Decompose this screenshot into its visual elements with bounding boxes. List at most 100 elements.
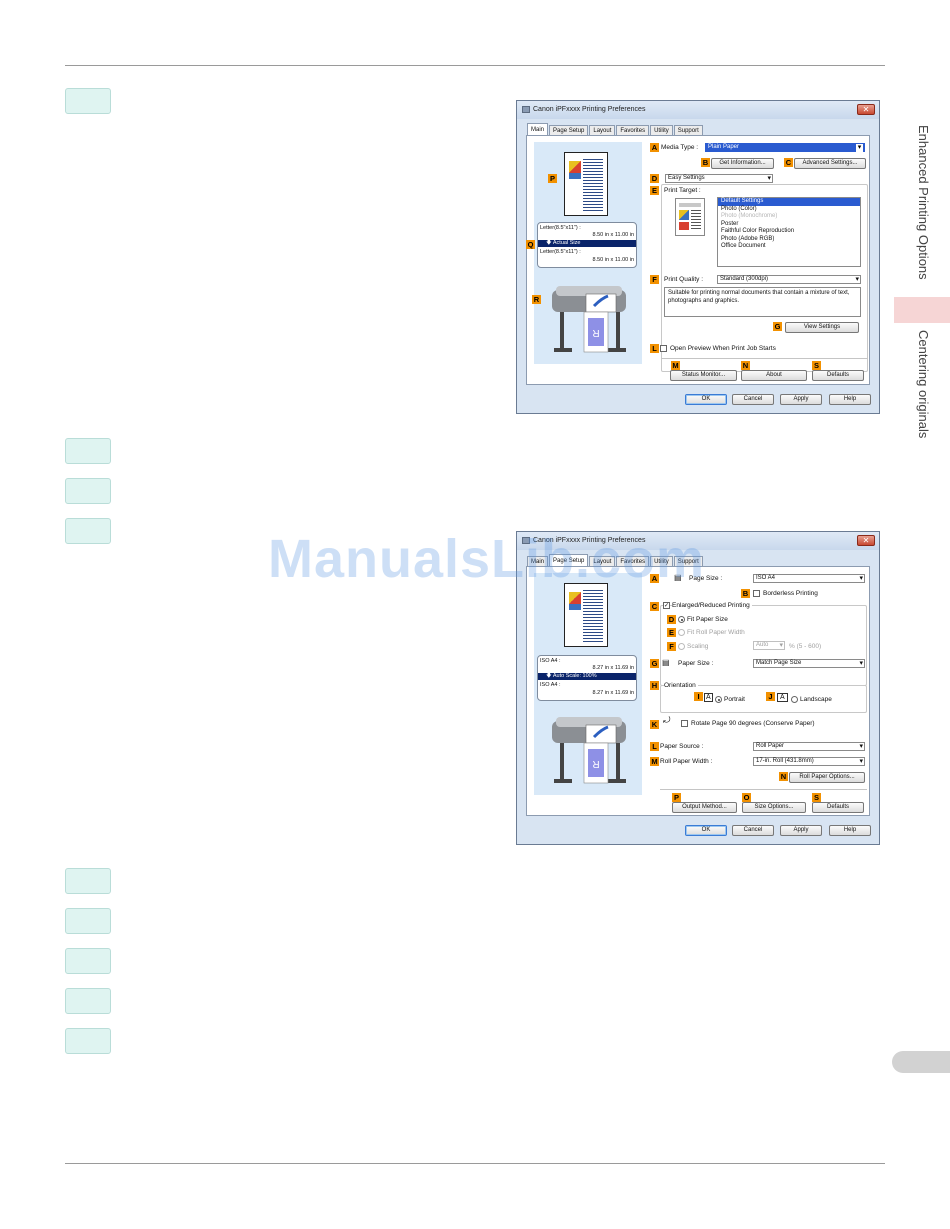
open-preview-checkbox[interactable] bbox=[660, 345, 667, 352]
printing-preferences-dialog-page-setup: Canon iPFxxxx Printing Preferences ✕ Mai… bbox=[516, 531, 880, 845]
apply-button[interactable]: Apply bbox=[780, 825, 822, 836]
step-marker-9 bbox=[65, 1028, 111, 1054]
main-tab-panel: Letter(8.5"x11") : 8.50 in x 11.00 in 🡇 … bbox=[526, 135, 870, 385]
scaling-radio[interactable] bbox=[678, 643, 685, 650]
tab-support[interactable]: Support bbox=[673, 125, 703, 136]
callout-d: D bbox=[650, 174, 659, 183]
step-marker-8 bbox=[65, 988, 111, 1014]
fit-roll-radio[interactable] bbox=[678, 629, 685, 636]
help-button[interactable]: Help bbox=[829, 825, 871, 836]
paper-size-info-box[interactable]: Letter(8.5"x11") : 8.50 in x 11.00 in 🡇 … bbox=[537, 222, 637, 268]
paper-size-select[interactable]: Match Page Size bbox=[753, 659, 865, 668]
apply-button[interactable]: Apply bbox=[780, 394, 822, 405]
output-size-dims: 8.27 in x 11.69 in bbox=[592, 690, 634, 696]
step-marker-7 bbox=[65, 948, 111, 974]
callout-j: J bbox=[766, 692, 775, 701]
close-icon[interactable]: ✕ bbox=[857, 535, 875, 546]
cancel-button[interactable]: Cancel bbox=[732, 394, 774, 405]
scaling-stepper[interactable]: Auto bbox=[753, 641, 785, 650]
tab-page-setup[interactable]: Page Setup bbox=[549, 554, 589, 567]
paper-size-info-box[interactable]: ISO A4 : 8.27 in x 11.69 in 🡇 Auto Scale… bbox=[537, 655, 637, 701]
scaling-range: % (5 - 600) bbox=[789, 643, 822, 650]
paper-source-select[interactable]: Roll Paper bbox=[753, 742, 865, 751]
defaults-button[interactable]: Defaults bbox=[812, 370, 864, 381]
callout-s: S bbox=[812, 361, 821, 370]
tab-layout[interactable]: Layout bbox=[589, 125, 616, 136]
dialog-titlebar: Canon iPFxxxx Printing Preferences ✕ bbox=[517, 532, 879, 550]
original-size-name: Letter(8.5"x11") : bbox=[540, 225, 581, 231]
advanced-settings-button[interactable]: Advanced Settings... bbox=[794, 158, 866, 169]
list-item[interactable]: Poster bbox=[721, 220, 739, 227]
header-rule bbox=[65, 65, 885, 66]
callout-n: N bbox=[779, 772, 788, 781]
callout-i: I bbox=[694, 692, 703, 701]
tab-favorites[interactable]: Favorites bbox=[616, 556, 650, 567]
enlarged-checkbox[interactable]: ✓ bbox=[663, 602, 670, 609]
rotate-page-icon: ⤾ bbox=[663, 715, 671, 725]
paper-size-label: Paper Size : bbox=[678, 660, 714, 667]
print-target-label: Print Target : bbox=[664, 187, 701, 194]
cancel-button[interactable]: Cancel bbox=[732, 825, 774, 836]
watermark: ManualsLib.com bbox=[268, 529, 706, 589]
printer-illustration: R bbox=[552, 286, 626, 353]
tab-page-setup[interactable]: Page Setup bbox=[549, 125, 589, 136]
svg-text:R: R bbox=[592, 327, 599, 338]
ok-button[interactable]: OK bbox=[685, 825, 727, 836]
fit-paper-radio[interactable] bbox=[678, 616, 685, 623]
about-button[interactable]: About bbox=[741, 370, 807, 381]
callout-a: A bbox=[650, 574, 659, 583]
view-settings-button[interactable]: View Settings bbox=[785, 322, 859, 333]
tab-support[interactable]: Support bbox=[673, 556, 703, 567]
landscape-radio[interactable] bbox=[791, 696, 798, 703]
rotate-page-checkbox[interactable] bbox=[681, 720, 688, 727]
print-target-preview bbox=[675, 198, 705, 236]
tab-main[interactable]: Main bbox=[527, 123, 549, 136]
print-target-list[interactable]: Default Settings Photo (Color) Photo (Mo… bbox=[717, 197, 861, 267]
list-item[interactable]: Default Settings bbox=[718, 198, 860, 206]
original-size-name: ISO A4 : bbox=[540, 658, 561, 664]
close-icon[interactable]: ✕ bbox=[857, 104, 875, 115]
tab-utility[interactable]: Utility bbox=[650, 556, 673, 567]
portrait-radio[interactable] bbox=[715, 696, 722, 703]
size-options-button[interactable]: Size Options... bbox=[742, 802, 806, 813]
ok-button[interactable]: OK bbox=[685, 394, 727, 405]
tab-main[interactable]: Main bbox=[527, 556, 549, 567]
paper-size-icon: ▤ bbox=[662, 658, 670, 667]
step-marker-1 bbox=[65, 88, 111, 114]
sidebar-section-title[interactable]: Enhanced Printing Options bbox=[916, 125, 931, 280]
callout-f: F bbox=[667, 642, 676, 651]
svg-text:R: R bbox=[592, 758, 599, 769]
print-quality-select[interactable]: Standard (300dpi) bbox=[717, 275, 861, 284]
callout-l: L bbox=[650, 742, 659, 751]
callout-l: L bbox=[650, 344, 659, 353]
portrait-icon: A bbox=[704, 693, 713, 702]
page-preview bbox=[564, 152, 608, 216]
callout-r: R bbox=[532, 295, 541, 304]
list-item[interactable]: Photo (Adobe RGB) bbox=[721, 235, 775, 242]
roll-width-select[interactable]: 17-in. Roll (431.8mm) bbox=[753, 757, 865, 766]
help-button[interactable]: Help bbox=[829, 394, 871, 405]
rotate-page-label: Rotate Page 90 degrees (Conserve Paper) bbox=[691, 720, 815, 727]
get-information-button[interactable]: Get Information... bbox=[711, 158, 774, 169]
defaults-button[interactable]: Defaults bbox=[812, 802, 864, 813]
sidebar-subsection-title[interactable]: Centering originals bbox=[916, 330, 931, 439]
list-item[interactable]: Faithful Color Reproduction bbox=[721, 228, 795, 234]
tab-layout[interactable]: Layout bbox=[589, 556, 616, 567]
output-method-button[interactable]: Output Method... bbox=[672, 802, 737, 813]
list-item[interactable]: Office Document bbox=[721, 243, 766, 249]
status-monitor-button[interactable]: Status Monitor... bbox=[670, 370, 737, 381]
borderless-checkbox[interactable] bbox=[753, 590, 760, 597]
media-type-select[interactable]: Plain Paper bbox=[705, 143, 865, 152]
list-item[interactable]: Photo (Color) bbox=[721, 205, 757, 212]
tab-utility[interactable]: Utility bbox=[650, 125, 673, 136]
tab-favorites[interactable]: Favorites bbox=[616, 125, 650, 136]
step-marker-3 bbox=[65, 478, 111, 504]
arrow-down-icon: 🡇 bbox=[546, 673, 553, 679]
media-type-label: Media Type : bbox=[661, 144, 699, 151]
list-item[interactable]: Photo (Monochrome) bbox=[721, 213, 778, 219]
dialog-title: Canon iPFxxxx Printing Preferences bbox=[533, 106, 646, 113]
page-size-select[interactable]: ISO A4 bbox=[753, 574, 865, 583]
roll-paper-options-button[interactable]: Roll Paper Options... bbox=[789, 772, 865, 783]
settings-mode-select[interactable]: Easy Settings bbox=[665, 174, 773, 183]
callout-f: F bbox=[650, 275, 659, 284]
